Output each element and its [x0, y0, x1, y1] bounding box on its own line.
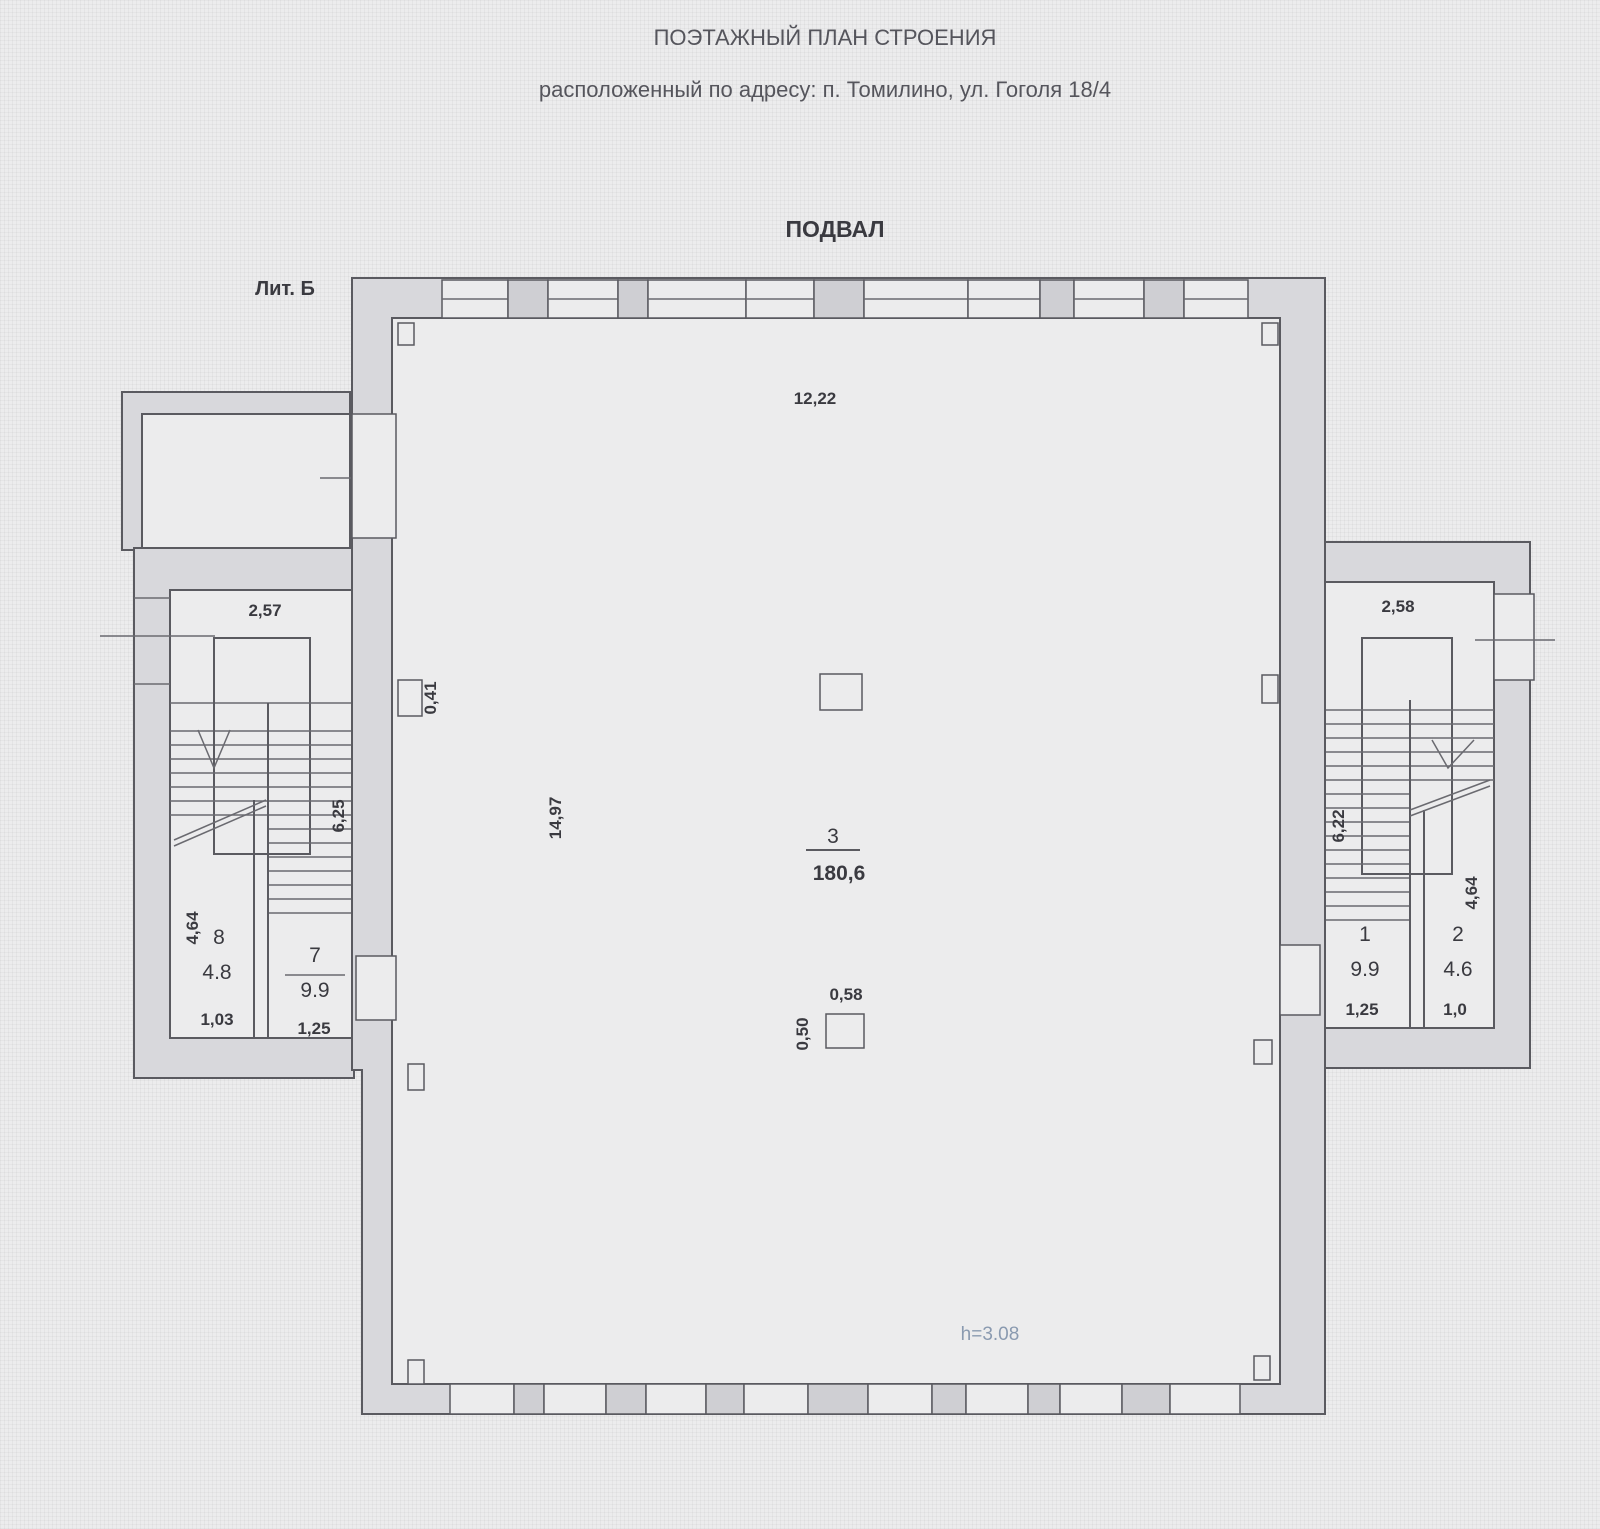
room-1-number: 1	[1359, 923, 1371, 946]
column-lower	[825, 1013, 865, 1049]
building-label: Лит. Б	[255, 278, 315, 300]
column-width-dim: 0,58	[829, 985, 862, 1004]
room-7-area: 9.9	[300, 979, 329, 1002]
top-windows	[441, 279, 1249, 319]
room-1-area: 9.9	[1350, 958, 1379, 981]
ceiling-height: h=3.08	[961, 1324, 1020, 1345]
plan-title: ПОЭТАЖНЫЙ ПЛАН СТРОЕНИЯ	[654, 25, 997, 50]
right-stair-length-dim: 6,22	[1329, 809, 1348, 842]
wall-dim: 0,41	[421, 681, 440, 714]
room-8-area: 4.8	[202, 961, 231, 984]
main-length-dim: 14,97	[546, 797, 565, 840]
right-stair-width-dim: 2,58	[1381, 597, 1414, 616]
room-2-length-dim: 4,64	[1462, 876, 1481, 910]
stair-steps-left	[170, 638, 354, 1038]
left-stair-length-dim: 6,25	[329, 799, 348, 832]
room-7-width-dim: 1,25	[297, 1019, 330, 1038]
stair-steps-right	[1318, 700, 1494, 1028]
room-2-area: 4.6	[1443, 958, 1472, 981]
floor-label: ПОДВАЛ	[786, 216, 885, 242]
room-2-number: 2	[1452, 923, 1464, 946]
room-8-number: 8	[213, 926, 225, 949]
left-stair-width-dim: 2,57	[248, 601, 281, 620]
bottom-windows	[449, 1383, 1241, 1415]
main-building	[351, 277, 1326, 1415]
room-3-area: 180,6	[813, 862, 866, 885]
room-3-number: 3	[827, 825, 839, 848]
room-8-width-dim: 1,03	[200, 1010, 233, 1029]
room-8-length-dim: 4,64	[183, 911, 202, 945]
left-annex	[100, 391, 430, 1079]
plan-address: расположенный по адресу: п. Томилино, ул…	[539, 77, 1111, 102]
main-width-dim: 12,22	[794, 389, 837, 408]
room-2-width-dim: 1,0	[1443, 1000, 1467, 1019]
right-annex	[1297, 541, 1555, 1069]
room-1-width-dim: 1,25	[1345, 1000, 1378, 1019]
room-7-number: 7	[309, 944, 321, 967]
column-height-dim: 0,50	[793, 1017, 812, 1050]
column-upper	[819, 673, 863, 711]
